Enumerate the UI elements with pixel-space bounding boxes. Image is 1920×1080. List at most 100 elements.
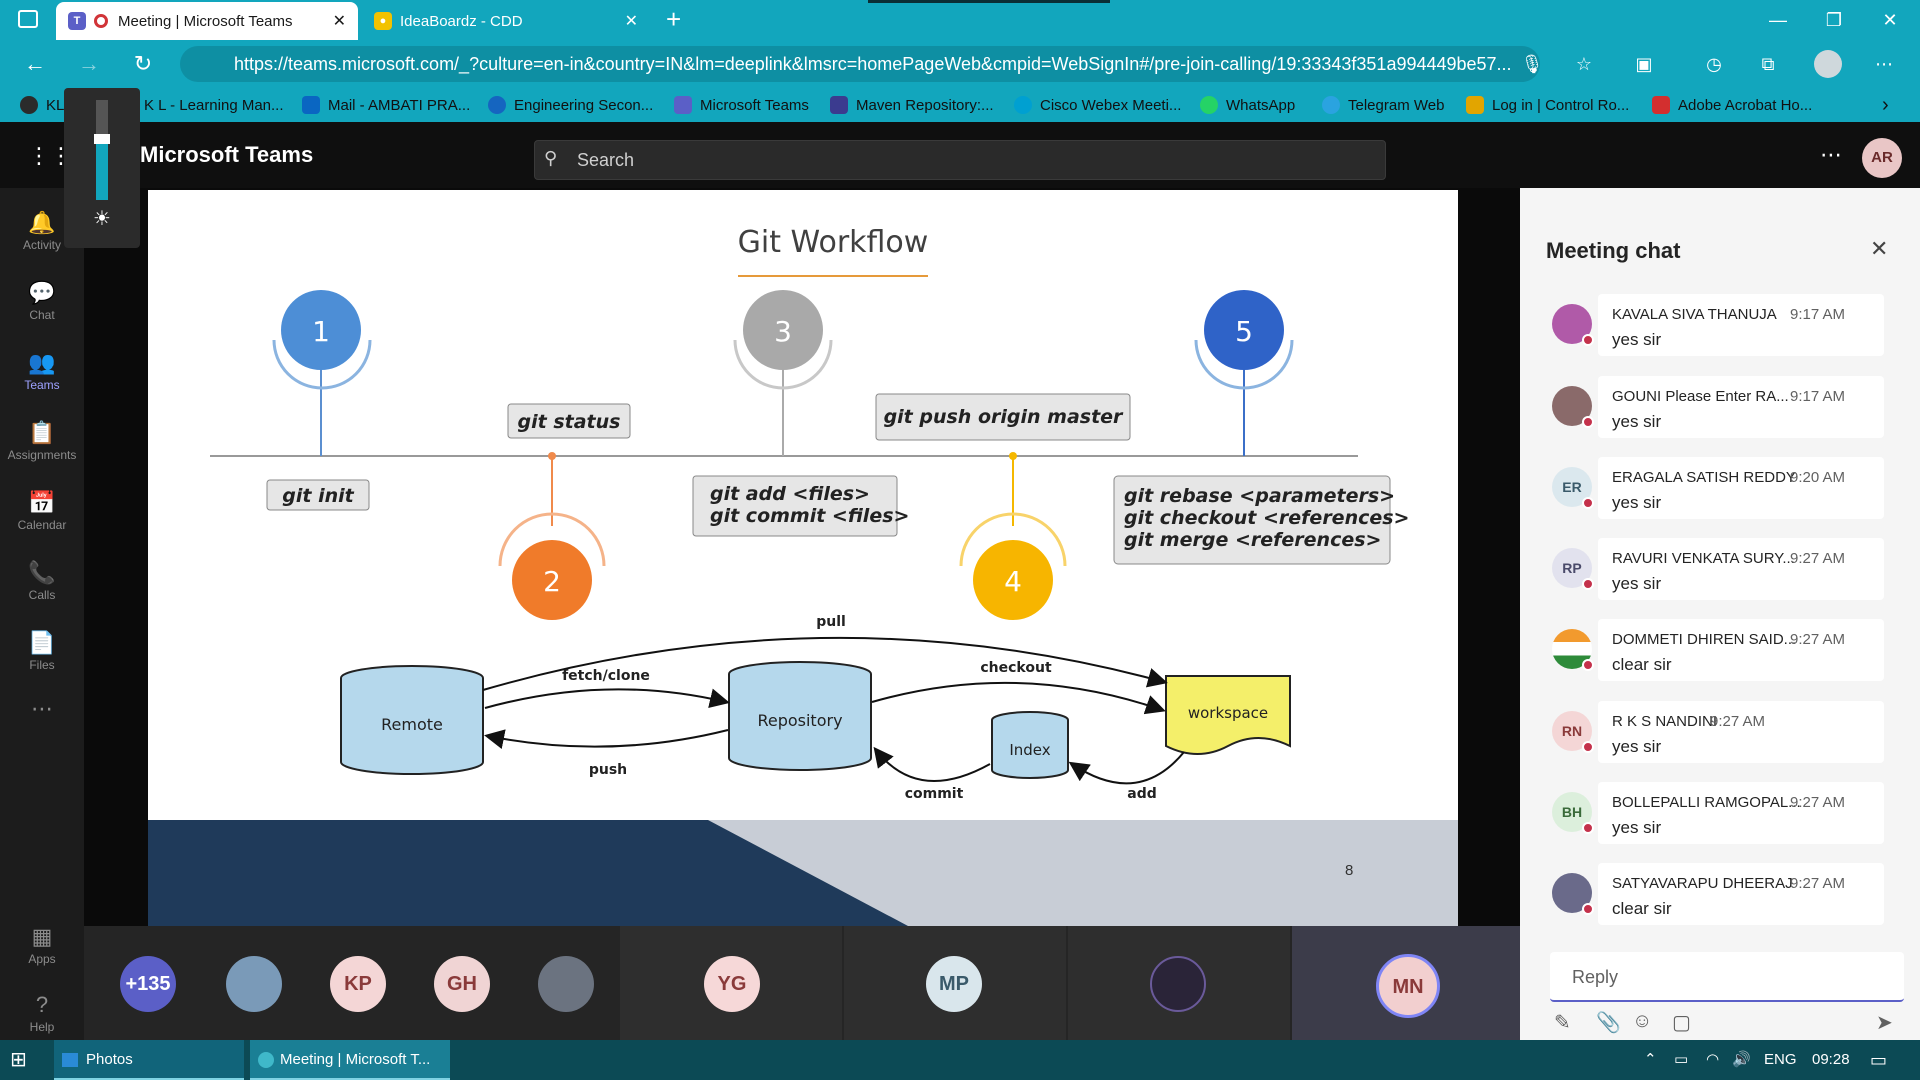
forward-icon[interactable]: → [78, 51, 100, 76]
arrow-pull [482, 636, 1168, 691]
bookmark-acrobat[interactable]: Adobe Acrobat Ho... [1652, 94, 1812, 116]
rail-item-teams[interactable]: 👥Teams [0, 342, 84, 402]
cmd-merge: git merge <references> [1124, 529, 1381, 551]
bookmark-control-room[interactable]: Log in | Control Ro... [1466, 94, 1629, 116]
engineering-icon [488, 96, 506, 114]
more-bookmarks-icon[interactable]: › [1882, 93, 1889, 116]
step-number-5: 5 [1235, 315, 1253, 348]
status-dot-icon [1582, 903, 1594, 915]
tab-teams-meeting[interactable]: T Meeting | Microsoft Teams ✕ [56, 2, 358, 40]
participant-tile[interactable] [1068, 926, 1290, 1040]
search-input[interactable]: Search [534, 140, 1386, 180]
app-title: Microsoft Teams [140, 142, 314, 167]
participant-overflow[interactable]: +135 [120, 956, 176, 1012]
volume-icon[interactable]: 🔊 [1732, 1051, 1751, 1068]
rail-item-calendar[interactable]: 📅Calendar [0, 482, 84, 542]
recording-icon [94, 14, 108, 28]
slide-title: Git Workflow [738, 225, 929, 260]
browser-toolbar: ← → ↻ https://teams.microsoft.com/_?cult… [0, 40, 1920, 88]
rail-item-calls[interactable]: 📞Calls [0, 552, 84, 612]
tab-actions-icon[interactable] [18, 10, 38, 28]
chevron-up-icon[interactable]: ⌃ [1644, 1051, 1657, 1068]
chat-message[interactable]: SATYAVARAPU DHEERAJ 9:27 AM clear sir [1542, 861, 1884, 925]
participant-tile[interactable]: MN [1292, 926, 1520, 1040]
brightness-popup[interactable]: ☀ [64, 88, 140, 248]
browser-menu-icon[interactable]: ⋯ [1875, 54, 1893, 74]
format-icon[interactable]: ✎ [1554, 1012, 1571, 1034]
rail-more-icon[interactable]: ⋯ [31, 696, 53, 721]
chat-message[interactable]: RP RAVURI VENKATA SURY... 9:27 AM yes si… [1542, 536, 1884, 600]
emoji-icon[interactable]: ☺ [1632, 1010, 1653, 1032]
bookmark-learning[interactable]: K L - Learning Man... [144, 96, 284, 114]
send-icon[interactable]: ➤ [1876, 1012, 1893, 1034]
participant-avatar[interactable]: KP [330, 956, 386, 1012]
clock[interactable]: 09:28 [1812, 1051, 1850, 1068]
wifi-icon[interactable]: ◠ [1706, 1051, 1720, 1068]
bookmark-kl[interactable]: KL [20, 94, 64, 116]
chat-message[interactable]: GOUNI Please Enter RA... 9:17 AM yes sir [1542, 374, 1884, 438]
participant-avatar[interactable]: GH [434, 956, 490, 1012]
rail-item-apps[interactable]: ▦Apps [0, 916, 84, 976]
participant-tile[interactable]: MP [844, 926, 1066, 1040]
avatar[interactable]: AR [1862, 138, 1902, 178]
app-launcher-icon[interactable]: ⋮⋮⋮ [28, 143, 94, 168]
notifications-icon[interactable]: ▭ [1870, 1050, 1888, 1070]
tab-ideaboardz[interactable]: ● IdeaBoardz - CDD ✕ [362, 2, 650, 40]
chat-message[interactable]: DOMMETI DHIREN SAID... 9:27 AM clear sir [1542, 617, 1884, 681]
chat-message[interactable]: RN R K S NANDINI 9:27 AM yes sir [1542, 699, 1884, 763]
participant-tile[interactable]: YG [620, 926, 842, 1040]
telegram-icon [1322, 96, 1340, 114]
back-icon[interactable]: ← [24, 51, 46, 76]
chat-message[interactable]: ER ERAGALA SATISH REDDY 9:20 AM yes sir [1542, 455, 1884, 519]
message-bubble [1598, 294, 1884, 356]
close-window-icon[interactable]: ✕ [1882, 10, 1898, 30]
chat-avatar: ER [1552, 467, 1592, 507]
language-indicator[interactable]: ENG [1764, 1051, 1797, 1068]
participant-avatar-speaking: MN [1376, 954, 1440, 1018]
bookmark-teams[interactable]: Microsoft Teams [674, 94, 809, 116]
start-icon[interactable]: ⊞ [10, 1049, 27, 1071]
participant-avatar[interactable] [538, 956, 594, 1012]
profile-icon[interactable] [1814, 50, 1842, 78]
address-bar[interactable]: https://teams.microsoft.com/_?culture=en… [180, 46, 1540, 82]
close-icon[interactable]: ✕ [1870, 236, 1889, 261]
rail-item-help[interactable]: ?Help [0, 984, 84, 1044]
battery-icon[interactable]: ▭ [1674, 1051, 1689, 1068]
bookmark-mail[interactable]: Mail - AMBATI PRA... [302, 94, 470, 116]
chat-message[interactable]: KAVALA SIVA THANUJA 9:17 AM yes sir [1542, 292, 1884, 356]
close-tab-icon[interactable]: ✕ [332, 13, 346, 30]
rail-item-files[interactable]: 📄Files [0, 622, 84, 682]
screen-share-icon[interactable]: ▣ [1635, 54, 1653, 74]
meeting-chat-panel: Meeting chat ✕ KAVALA SIVA THANUJA 9:17 … [1520, 188, 1920, 1040]
attach-icon[interactable]: 📎 [1596, 1012, 1621, 1034]
rail-item-assignments[interactable]: 📋Assignments [0, 412, 84, 472]
taskbar-teams-meeting[interactable]: Meeting | Microsoft T... [250, 1040, 450, 1080]
new-tab-button[interactable]: + [666, 4, 682, 34]
rail-item-activity[interactable]: 🔔Activity [0, 202, 84, 262]
microphone-icon[interactable]: 🎙 [1520, 54, 1544, 74]
refresh-icon[interactable]: ↻ [133, 51, 153, 76]
bookmark-webex[interactable]: Cisco Webex Meeti... [1014, 94, 1181, 116]
history-icon[interactable]: ◷ [1706, 54, 1722, 74]
reply-input[interactable]: Reply [1550, 952, 1904, 1002]
favorites-add-icon[interactable]: ☆ [1575, 54, 1593, 74]
minimize-icon[interactable]: — [1769, 10, 1787, 30]
sticker-icon[interactable]: ▢ [1672, 1012, 1691, 1034]
close-tab-icon[interactable]: ✕ [624, 13, 638, 30]
more-options-icon[interactable]: ⋯ [1820, 142, 1842, 167]
bookmark-telegram[interactable]: Telegram Web [1322, 94, 1444, 116]
bookmark-engineering[interactable]: Engineering Secon... [488, 94, 653, 116]
remote-body [341, 678, 483, 762]
cmd-box-init [266, 479, 370, 511]
participant-avatar[interactable] [226, 956, 282, 1012]
edge-push: push [589, 762, 627, 778]
sender-name: ERAGALA SATISH REDDY [1612, 469, 1796, 486]
taskbar-photos[interactable]: Photos [54, 1040, 244, 1080]
rail-item-chat[interactable]: 💬Chat [0, 272, 84, 332]
bookmark-maven[interactable]: Maven Repository:... [830, 94, 994, 116]
restore-icon[interactable]: ❐ [1825, 10, 1843, 30]
brightness-handle[interactable] [94, 134, 110, 144]
chat-message[interactable]: BH BOLLEPALLI RAMGOPAL... 9:27 AM yes si… [1542, 780, 1884, 844]
bookmark-whatsapp[interactable]: WhatsApp [1200, 94, 1295, 116]
extensions-icon[interactable]: ⧉ [1761, 54, 1775, 74]
